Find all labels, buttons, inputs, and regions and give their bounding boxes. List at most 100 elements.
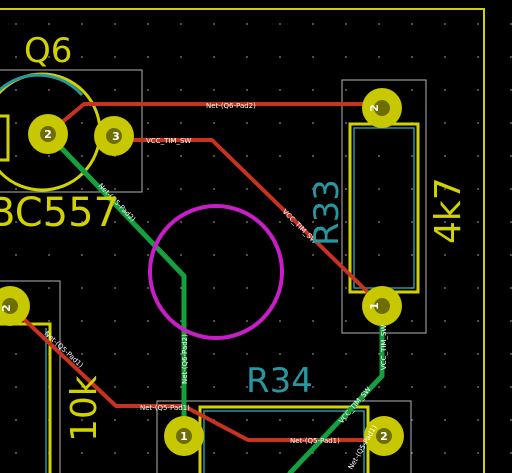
grid-dot [279,221,281,223]
grid-dot [312,287,314,289]
r-left-pad-2[interactable] [0,286,30,326]
grid-dot [114,287,116,289]
grid-dot [147,221,149,223]
r34-pad-2[interactable] [364,416,404,456]
grid-dot [114,221,116,223]
grid-dot [147,254,149,256]
grid-dot [246,56,248,58]
grid-dot [345,287,347,289]
grid-dot [15,386,17,388]
grid-dot [180,89,182,91]
grid-dot [345,386,347,388]
grid-dot [246,23,248,25]
r33-pad-1[interactable] [362,286,402,326]
grid-dot [279,122,281,124]
grid-dot [246,221,248,223]
grid-dot [213,23,215,25]
grid-dot [147,419,149,421]
grid-dot [279,452,281,454]
grid-dot [477,56,479,58]
grid-dot [312,254,314,256]
grid-dot [279,23,281,25]
grid-dot [81,287,83,289]
grid-dot [411,386,413,388]
grid-dot [510,386,512,388]
grid-dot [279,320,281,322]
grid-dot [114,23,116,25]
grid-dot [48,221,50,223]
r33-reference: R33 [307,179,347,246]
grid-dot [213,221,215,223]
grid-dot [477,419,479,421]
r33-body-cyan [353,127,415,289]
grid-dot [378,254,380,256]
grid-dot [213,188,215,190]
grid-dot [213,386,215,388]
grid-dot [312,122,314,124]
grid-dot [444,419,446,421]
q6-pad-3[interactable] [94,116,134,156]
r34-courtyard [156,400,412,473]
grid-dot [15,56,17,58]
grid-dot [147,89,149,91]
grid-dot [48,23,50,25]
grid-dot [213,56,215,58]
grid-dot [246,122,248,124]
q6-body-cyan [0,73,84,96]
grid-dot [378,386,380,388]
grid-dot [312,386,314,388]
grid-dot [48,56,50,58]
grid-dot [279,419,281,421]
grid-dot [279,89,281,91]
grid-dot [444,353,446,355]
grid-dot [246,452,248,454]
grid-dot [279,56,281,58]
grid-dot [48,287,50,289]
grid-dot [15,188,17,190]
grid-dot [180,56,182,58]
grid-dot [147,56,149,58]
grid-dot [15,89,17,91]
grid-dot [477,155,479,157]
grid-dot [114,56,116,58]
grid-dot [444,122,446,124]
grid-dot [378,221,380,223]
grid-dot [279,353,281,355]
grid-dot [114,320,116,322]
grid-dot [345,221,347,223]
grid-dot [147,320,149,322]
grid-dot [246,254,248,256]
grid-dot [81,254,83,256]
net-label-q5-pad1-mid: Net-(Q5-Pad1) [290,437,340,445]
grid-dot [180,221,182,223]
grid-dot [411,155,413,157]
grid-dot [378,155,380,157]
r34-pad-1[interactable] [164,416,204,456]
grid-dot [213,353,215,355]
grid-dot [279,155,281,157]
r34-reference: R34 [246,361,313,401]
grid-dot [411,320,413,322]
grid-dot [81,419,83,421]
grid-dot [477,452,479,454]
grid-dot [15,254,17,256]
q6-flat-outline [0,114,10,162]
grid-dot [147,452,149,454]
grid-dot [114,188,116,190]
grid-dot [312,320,314,322]
grid-dot [477,386,479,388]
grid-dot [411,254,413,256]
grid-dot [147,287,149,289]
grid-dot [81,386,83,388]
q6-pad-2[interactable] [28,114,68,154]
grid-dot [114,452,116,454]
grid-dot [444,254,446,256]
grid-dot [312,419,314,421]
r33-pad-2[interactable] [362,88,402,128]
grid-dot [147,155,149,157]
grid-dot [411,419,413,421]
keepout-circle[interactable] [148,204,284,340]
grid-dot [510,353,512,355]
grid-dot [510,155,512,157]
